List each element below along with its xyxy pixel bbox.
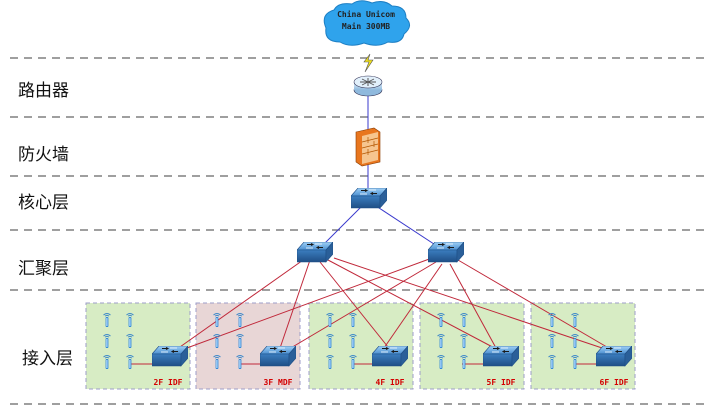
zone-label-6f: 6F IDF: [600, 378, 629, 387]
cloud-line-1: China Unicom: [337, 9, 395, 19]
layer-label-core: 核心层: [18, 193, 69, 213]
layer-separators: [10, 57, 706, 405]
zone-label-5f: 5F IDF: [487, 378, 516, 387]
layer-label-access: 接入层: [22, 349, 73, 369]
zone-label-4f: 4F IDF: [376, 378, 405, 387]
zone-label-2f: 2F IDF: [154, 378, 183, 387]
link-core-agg-left: [319, 205, 363, 249]
aggregation-switch-right-icon: [428, 242, 464, 263]
link-core-agg-right: [375, 205, 441, 249]
layer-label-aggregation: 汇聚层: [18, 259, 69, 279]
uplink-links: [319, 96, 441, 249]
access-switch-5f-icon: [483, 346, 519, 367]
router-icon: [353, 75, 383, 97]
lightning-bolt-icon: [363, 53, 374, 73]
internet-cloud-icon: China Unicom Main 300MB: [323, 0, 410, 46]
layer-label-firewall: 防火墙: [18, 145, 69, 165]
access-switch-4f-icon: [372, 346, 408, 367]
access-switch-3f-icon: [260, 346, 296, 367]
firewall-icon: [355, 127, 381, 167]
access-zones: [85, 302, 636, 390]
layer-label-router: 路由器: [18, 81, 69, 101]
access-switch-2f-icon: [152, 346, 188, 367]
cloud-line-2: Main 300MB: [342, 21, 390, 31]
aggregation-switch-left-icon: [297, 242, 333, 263]
core-switch-icon: [351, 188, 387, 209]
zone-label-3f: 3F MDF: [264, 378, 293, 387]
access-switch-6f-icon: [596, 346, 632, 367]
